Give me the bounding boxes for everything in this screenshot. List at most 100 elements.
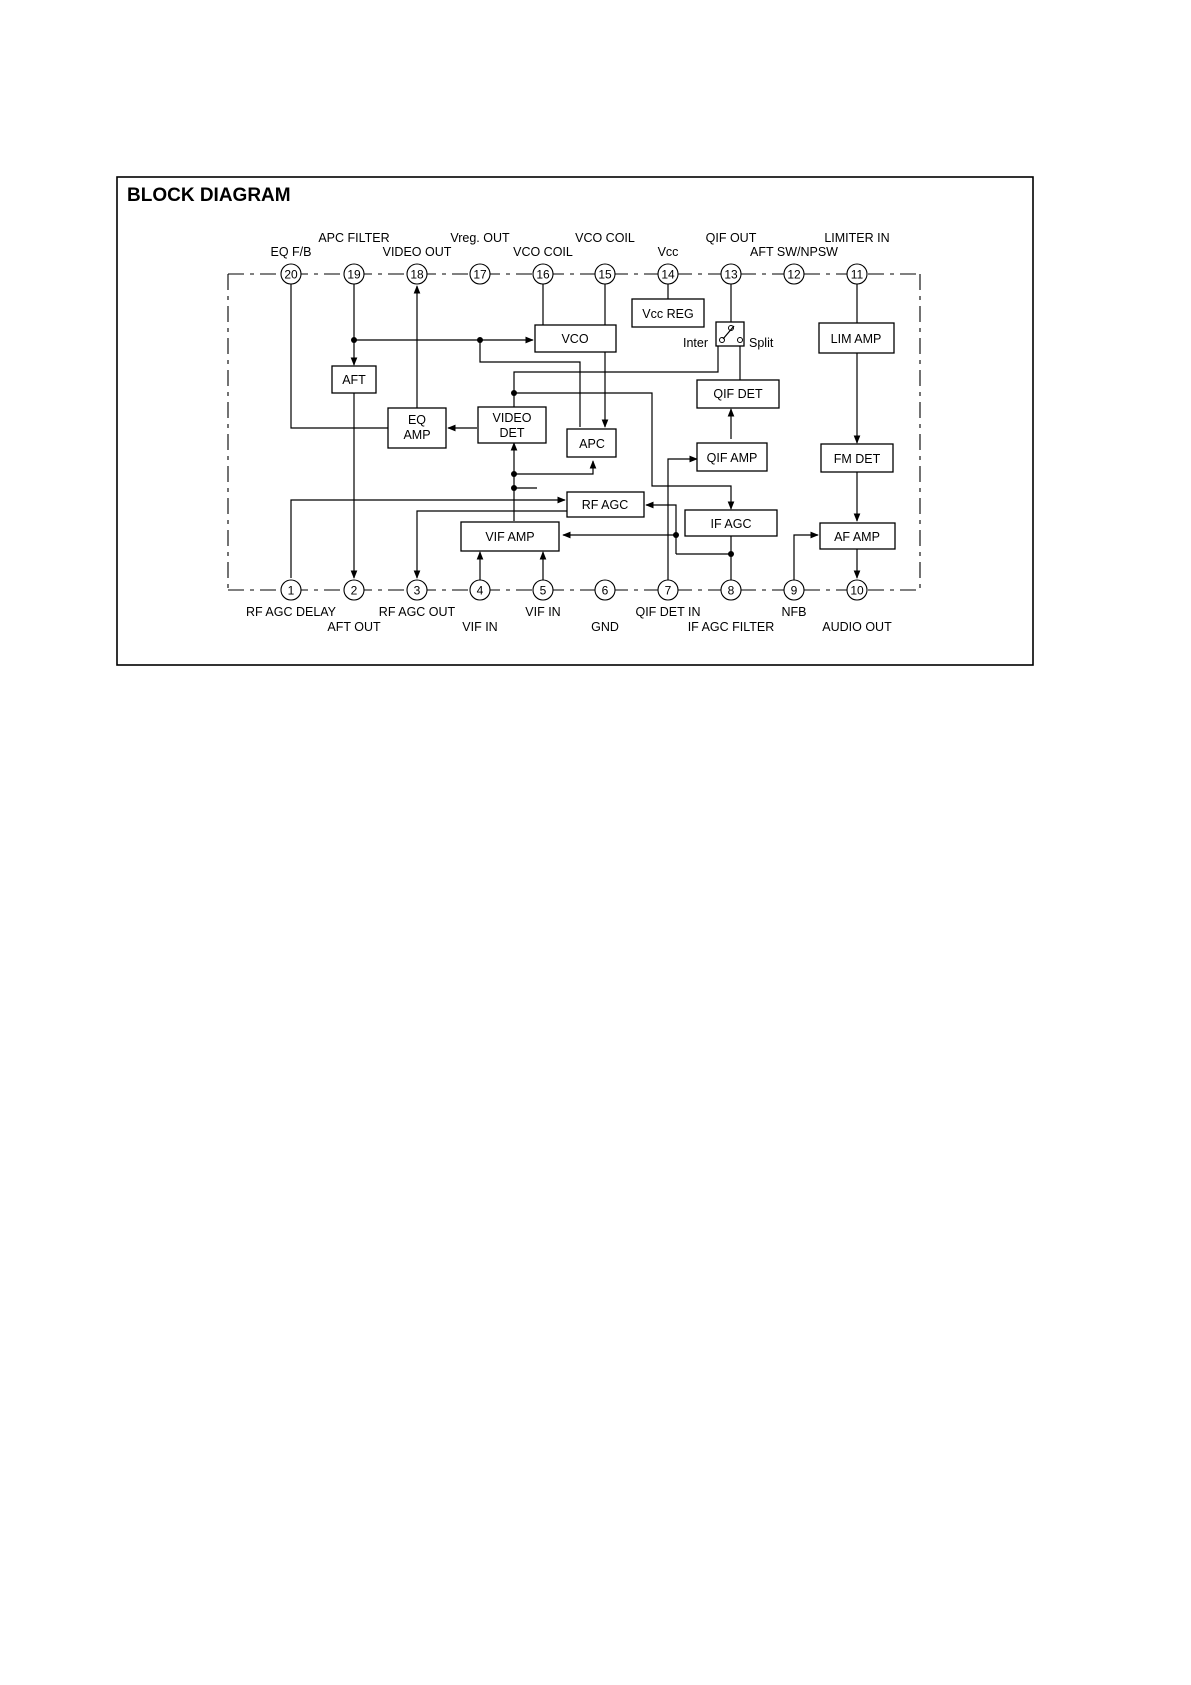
pin-15: 15 VCO COIL bbox=[575, 231, 635, 285]
svg-text:APC: APC bbox=[579, 437, 605, 451]
ic-outline bbox=[227, 273, 921, 591]
pin-label: AFT SW/NPSW bbox=[750, 245, 838, 259]
pin-19: 19 APC FILTER bbox=[318, 231, 390, 285]
pin-3: 3 RF AGC OUT bbox=[379, 579, 456, 619]
block-video-det: VIDEO DET bbox=[477, 406, 547, 444]
block-vco: VCO bbox=[534, 324, 617, 353]
pin-label: QIF DET IN bbox=[635, 605, 700, 619]
pin-label: GND bbox=[591, 620, 619, 634]
pin-label: NFB bbox=[782, 605, 807, 619]
diagram-title: BLOCK DIAGRAM bbox=[127, 185, 291, 206]
pin-label: VIF IN bbox=[462, 620, 497, 634]
svg-text:EQ: EQ bbox=[408, 413, 426, 427]
pin-number: 5 bbox=[540, 584, 547, 598]
pin-label: LIMITER IN bbox=[824, 231, 889, 245]
svg-text:QIF DET: QIF DET bbox=[713, 387, 763, 401]
diagram-frame bbox=[116, 176, 1034, 666]
pin-number: 20 bbox=[284, 268, 298, 282]
pin-label: RF AGC DELAY bbox=[246, 605, 337, 619]
pin-number: 11 bbox=[851, 268, 864, 282]
pin-label: APC FILTER bbox=[318, 231, 389, 245]
svg-text:DET: DET bbox=[500, 426, 525, 440]
block-if-agc: IF AGC bbox=[684, 509, 778, 537]
svg-text:LIM AMP: LIM AMP bbox=[831, 332, 882, 346]
pin-number: 3 bbox=[414, 584, 421, 598]
svg-text:IF AGC: IF AGC bbox=[711, 517, 752, 531]
block-lim-amp: LIM AMP bbox=[818, 322, 895, 354]
pin-number: 1 bbox=[288, 584, 295, 598]
pin-20: 20 EQ F/B bbox=[271, 245, 312, 285]
pin-label: IF AGC FILTER bbox=[688, 620, 775, 634]
pin-label: EQ F/B bbox=[271, 245, 312, 259]
svg-text:QIF AMP: QIF AMP bbox=[707, 451, 758, 465]
switch-split-label: Split bbox=[749, 336, 774, 350]
svg-text:AFT: AFT bbox=[342, 373, 366, 387]
pin-number: 19 bbox=[347, 268, 361, 282]
inter-split-switch: Inter Split bbox=[683, 321, 774, 350]
pin-number: 9 bbox=[791, 584, 798, 598]
pin-number: 2 bbox=[351, 584, 358, 598]
pin-number: 16 bbox=[536, 268, 550, 282]
pin-number: 13 bbox=[724, 268, 738, 282]
pin-number: 10 bbox=[850, 584, 864, 598]
pin-label: VCO COIL bbox=[513, 245, 573, 259]
pin-label: Vreg. OUT bbox=[450, 231, 510, 245]
pin-label: VCO COIL bbox=[575, 231, 635, 245]
pin-number: 15 bbox=[598, 268, 612, 282]
junction-dots bbox=[351, 337, 734, 557]
block-eq-amp: EQ AMP bbox=[387, 407, 447, 449]
pin-13: 13 QIF OUT bbox=[706, 231, 757, 285]
pin-label: AUDIO OUT bbox=[822, 620, 892, 634]
pin-8: 8 IF AGC FILTER bbox=[688, 579, 775, 634]
pin-label: QIF OUT bbox=[706, 231, 757, 245]
pin-1: 1 RF AGC DELAY bbox=[246, 579, 337, 619]
block-qif-amp: QIF AMP bbox=[696, 442, 768, 472]
block-qif-det: QIF DET bbox=[696, 379, 780, 409]
block-rf-agc: RF AGC bbox=[566, 491, 645, 518]
pin-label: AFT OUT bbox=[327, 620, 381, 634]
switch-inter-label: Inter bbox=[683, 336, 708, 350]
svg-text:Vcc REG: Vcc REG bbox=[642, 307, 693, 321]
svg-text:AMP: AMP bbox=[403, 428, 430, 442]
svg-text:VIF AMP: VIF AMP bbox=[485, 530, 534, 544]
svg-text:VCO: VCO bbox=[561, 332, 588, 346]
block-aft: AFT bbox=[331, 365, 377, 394]
block-af-amp: AF AMP bbox=[819, 522, 896, 550]
svg-text:RF AGC: RF AGC bbox=[582, 498, 629, 512]
block-vcc-reg: Vcc REG bbox=[631, 298, 705, 328]
pin-label: Vcc bbox=[658, 245, 679, 259]
pin-number: 4 bbox=[477, 584, 484, 598]
pin-number: 8 bbox=[728, 584, 735, 598]
pin-number: 18 bbox=[410, 268, 424, 282]
pin-11: 11 LIMITER IN bbox=[824, 231, 890, 285]
pin-17: 17 Vreg. OUT bbox=[450, 231, 510, 285]
pin-16: 16 VCO COIL bbox=[513, 245, 573, 285]
pin-number: 6 bbox=[602, 584, 609, 598]
pin-label: VIF IN bbox=[525, 605, 560, 619]
functional-blocks: Vcc REG VCO AFT EQ AMP VIDEO DET APC QIF… bbox=[331, 298, 896, 552]
pin-12: 12 AFT SW/NPSW bbox=[750, 245, 838, 285]
svg-text:AF AMP: AF AMP bbox=[834, 530, 880, 544]
pin-number: 17 bbox=[473, 268, 487, 282]
pin-14: 14 Vcc bbox=[657, 245, 679, 285]
pin-label: RF AGC OUT bbox=[379, 605, 456, 619]
pin-number: 12 bbox=[787, 268, 801, 282]
svg-text:FM DET: FM DET bbox=[834, 452, 881, 466]
pin-number: 14 bbox=[661, 268, 675, 282]
block-apc: APC bbox=[566, 428, 617, 458]
block-fm-det: FM DET bbox=[820, 443, 894, 473]
block-vif-amp: VIF AMP bbox=[460, 521, 560, 552]
signal-lines bbox=[290, 284, 861, 580]
pin-number: 7 bbox=[665, 584, 672, 598]
svg-text:VIDEO: VIDEO bbox=[493, 411, 532, 425]
